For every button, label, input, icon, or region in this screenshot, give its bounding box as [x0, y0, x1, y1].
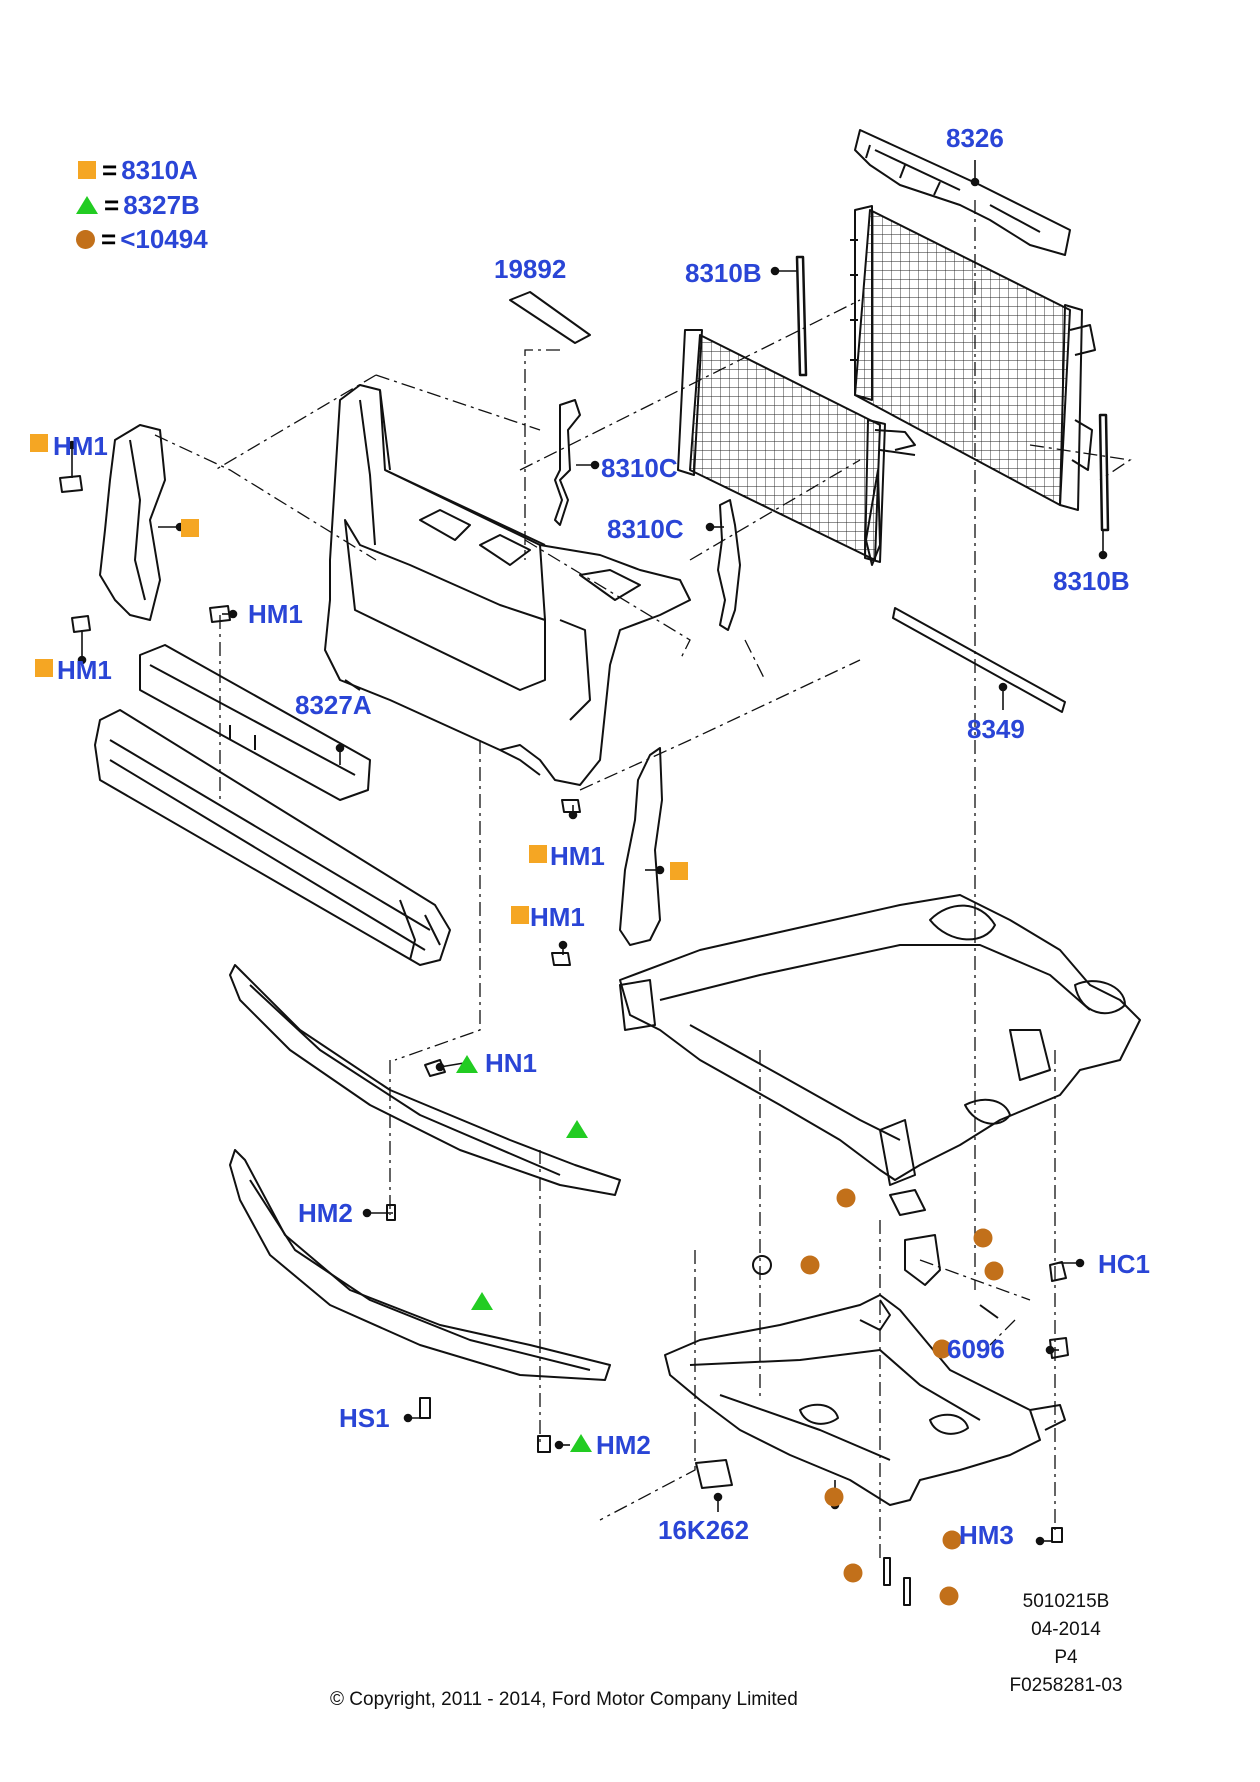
callout-8310c-upper[interactable]: 8310C — [601, 453, 678, 483]
air-deflector-upper-strip — [229, 964, 621, 1196]
radiator — [850, 205, 1096, 511]
marker-triangle — [471, 1292, 493, 1310]
air-guide-left — [99, 424, 166, 621]
callout-hm1-center-1[interactable]: HM1 — [550, 841, 605, 871]
copyright-notice: © Copyright, 2011 - 2014, Ford Motor Com… — [330, 1689, 798, 1710]
marker-circle — [843, 1563, 863, 1583]
marker-square — [35, 659, 53, 677]
engine-undershield — [664, 1294, 1066, 1506]
callout-8310b-right[interactable]: 8310B — [1053, 566, 1130, 596]
seal-8349 — [892, 607, 1066, 713]
deflector-8327a — [139, 644, 371, 801]
marker-circle — [942, 1530, 962, 1550]
seal-8310b-right — [1098, 413, 1110, 532]
marker-circle — [932, 1339, 952, 1359]
callout-hm3[interactable]: HM3 — [959, 1520, 1014, 1550]
callout-hm1-mid[interactable]: HM1 — [248, 599, 303, 629]
legend-code: <10494 — [120, 224, 208, 254]
legend-equals: = — [104, 190, 120, 220]
callout-hm2-left[interactable]: HM2 — [298, 1198, 353, 1228]
figure-id: F0258281-03 — [1009, 1675, 1123, 1696]
marker-square — [181, 519, 199, 537]
condenser — [677, 329, 916, 566]
callout-8327a[interactable]: 8327A — [295, 690, 372, 720]
legend-equals: = — [101, 224, 117, 254]
callout-hn1[interactable]: HN1 — [485, 1048, 538, 1078]
seal-8310b-top — [795, 255, 808, 377]
callout-8310c-lower[interactable]: 8310C — [607, 514, 684, 544]
callout-6096[interactable]: 6096 — [947, 1334, 1005, 1364]
marker-square — [30, 434, 48, 452]
callout-hm1-center-2[interactable]: HM1 — [530, 902, 585, 932]
front-subframe — [619, 894, 1141, 1186]
callout-hm2-bottom[interactable]: HM2 — [596, 1430, 651, 1460]
marker-triangle — [570, 1434, 592, 1452]
marker-triangle — [456, 1055, 478, 1073]
reference-number: 5010215B — [1022, 1591, 1110, 1612]
markers — [30, 434, 1004, 1606]
circle-symbol-icon — [76, 229, 95, 249]
callout-hm1-left-top[interactable]: HM1 — [53, 431, 108, 461]
callout-8310b-top[interactable]: 8310B — [685, 258, 762, 288]
triangle-symbol-icon — [76, 196, 98, 214]
air-deflector-8326 — [854, 129, 1071, 256]
marker-circle — [973, 1228, 993, 1248]
square-symbol-icon — [78, 161, 96, 179]
legend-row-circle: = <10494 — [76, 226, 208, 252]
bracket-8310c-lower — [717, 499, 741, 631]
bracket-8310c-upper — [554, 399, 581, 526]
fasteners — [59, 475, 1069, 1606]
legend-code: 8310A — [121, 155, 198, 185]
marker-circle — [800, 1255, 820, 1275]
date-code: 04-2014 — [1031, 1619, 1101, 1640]
air-guide-right — [619, 747, 663, 946]
marker-square — [511, 906, 529, 924]
air-deflector-lower-strip — [229, 1149, 611, 1381]
callout-hs1[interactable]: HS1 — [339, 1403, 390, 1433]
callout-19892[interactable]: 19892 — [494, 254, 567, 284]
legend-equals: = — [102, 155, 118, 185]
callout-16k262[interactable]: 16K262 — [658, 1515, 750, 1545]
marker-circle — [836, 1188, 856, 1208]
marker-square — [670, 862, 688, 880]
legend-row-triangle: = 8327B — [76, 192, 200, 218]
legend-row-square: = 8310A — [78, 157, 198, 183]
marker-circle — [939, 1586, 959, 1606]
callout-hm1-left-bottom[interactable]: HM1 — [57, 655, 112, 685]
radiator-support — [324, 384, 691, 786]
bumper-reinforcement — [94, 709, 451, 966]
marker-triangle — [566, 1120, 588, 1138]
callout-8326[interactable]: 8326 — [946, 123, 1004, 153]
marker-square — [529, 845, 547, 863]
marker-circle — [824, 1487, 844, 1507]
seal-19892 — [509, 291, 591, 344]
callout-hc1[interactable]: HC1 — [1098, 1249, 1151, 1279]
page-code: P4 — [1054, 1647, 1078, 1668]
marker-circle — [984, 1261, 1004, 1281]
legend-code: 8327B — [123, 190, 200, 220]
callout-8349[interactable]: 8349 — [967, 714, 1025, 744]
